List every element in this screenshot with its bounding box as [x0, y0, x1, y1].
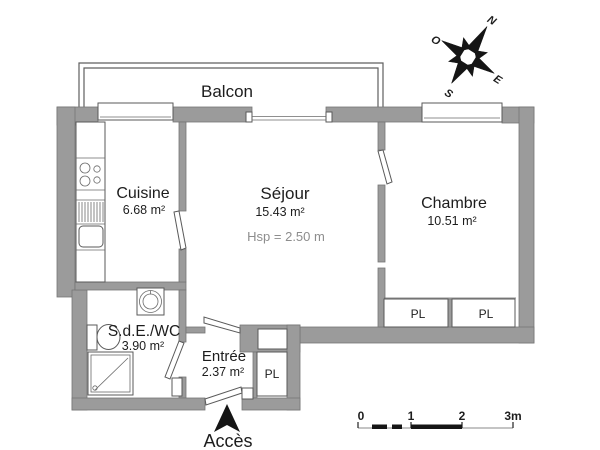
window-cuisine-balcony — [97, 102, 174, 121]
door-leaf-sde-wc — [164, 340, 185, 380]
wall-cuisine-sejour-lower — [178, 248, 187, 283]
closet-chambre-left — [383, 298, 449, 328]
closet-entree — [256, 351, 288, 397]
scale-bar: 0 1 2 3m — [357, 409, 522, 429]
closet-chambre-right — [451, 298, 516, 328]
room-label-entree: Entrée — [202, 348, 246, 365]
room-area-entree: 2.37 m² — [202, 365, 244, 379]
scale-label-2: 2 — [459, 409, 466, 423]
door-jamb-sde — [171, 377, 183, 397]
room-label-sejour: Séjour — [260, 184, 309, 203]
room-area-sde-wc: 3.90 m² — [122, 339, 164, 353]
washing-machine — [136, 287, 165, 316]
scale-label-0: 0 — [358, 409, 365, 423]
room-label-sde-wc: S.d.E./WC — [108, 323, 180, 340]
wall-bottom-entree-left — [71, 397, 206, 411]
scale-label-3m: 3m — [504, 409, 521, 423]
room-labels: Balcon Cuisine 6.68 m² Séjour 15.43 m² H… — [108, 82, 494, 381]
windows — [97, 102, 503, 123]
wall-sejour-chambre-lower — [377, 267, 386, 328]
wall-bottom-main — [286, 326, 535, 344]
access-label: Accès — [203, 431, 252, 450]
wall-sejour-chambre-upper — [377, 121, 386, 151]
stove-burners — [79, 162, 101, 187]
room-area-cuisine: 6.68 m² — [123, 203, 165, 217]
closet-label-chambre-right: PL — [479, 307, 494, 321]
closet-label-entree: PL — [265, 367, 280, 381]
wall-top-right-of-balcony — [325, 106, 423, 123]
room-area-chambre: 10.51 m² — [427, 214, 476, 228]
balcony-outline — [78, 62, 384, 116]
compass-rose: N O E S — [429, 14, 505, 102]
window-chambre — [421, 102, 503, 123]
compass-point-nw — [461, 37, 472, 51]
room-label-chambre: Chambre — [421, 195, 487, 212]
duct-box — [257, 328, 288, 350]
wall-left-upper — [56, 106, 76, 298]
wall-cuisine-sejour-upper — [178, 121, 187, 212]
wall-sejour-chambre-middle — [377, 184, 386, 263]
shower — [87, 351, 134, 396]
access-arrow — [214, 404, 240, 432]
compass-point-north — [466, 26, 488, 55]
scale-dash-2 — [392, 424, 402, 429]
room-label-cuisine: Cuisine — [116, 185, 169, 202]
compass-point-se — [464, 63, 475, 77]
wall-sejour-entree-stub — [185, 326, 206, 334]
doors — [164, 149, 393, 406]
compass-point-sw — [448, 53, 462, 64]
wall-top-middle — [172, 106, 253, 123]
wall-entree-right — [286, 324, 301, 411]
window-sejour-balcony — [245, 111, 333, 123]
compass-point-ne — [474, 50, 488, 61]
toilet — [86, 324, 121, 351]
closets — [256, 297, 516, 397]
compass-point-east — [470, 55, 495, 74]
scale-label-1: 1 — [408, 409, 415, 423]
compass-point-west — [441, 40, 466, 59]
wall-entree-closet-divider — [252, 351, 258, 399]
kitchen-sink — [78, 225, 104, 248]
walls — [56, 106, 535, 411]
kitchen-counter — [75, 121, 106, 283]
wall-chambre-closet-stub — [447, 298, 453, 328]
room-label-balcon: Balcon — [201, 82, 253, 101]
access-marker: Accès — [203, 404, 253, 450]
wall-bottom-entree-right — [241, 397, 301, 411]
door-jamb-entrance — [241, 387, 254, 400]
door-leaf-cuisine — [173, 210, 187, 251]
wall-left-lower — [71, 289, 88, 411]
counter-hatch — [78, 202, 104, 222]
ceiling-height-note: Hsp = 2.50 m — [247, 229, 325, 244]
door-leaf-chambre — [377, 149, 393, 185]
scale-dash-1 — [372, 424, 387, 429]
wall-right — [518, 106, 535, 344]
wall-cuisine-sde-divider — [74, 281, 187, 291]
scale-solid-segment — [411, 424, 462, 429]
room-area-sejour: 15.43 m² — [255, 205, 304, 219]
bathroom-fixtures — [86, 287, 165, 396]
closet-label-chambre-left: PL — [411, 307, 426, 321]
door-leaf-sejour-entree — [203, 316, 241, 334]
